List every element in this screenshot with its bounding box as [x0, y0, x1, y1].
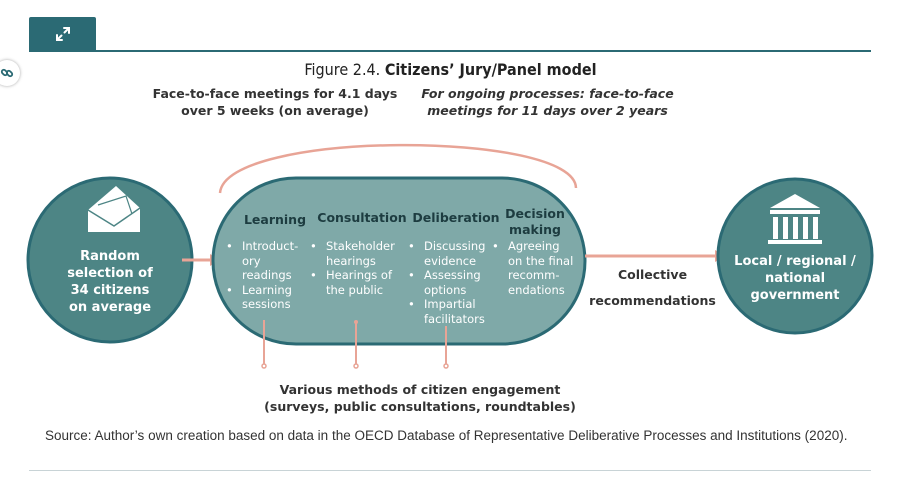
link-icon: [0, 68, 14, 78]
government-line: Local / regional /: [734, 254, 856, 269]
duration-note-left-line1: Face-to-face meetings for 4.1 days: [152, 86, 398, 101]
consultation-item: Hearings of the public: [310, 268, 406, 297]
expand-icon: [55, 26, 70, 41]
random-selection-line: Random: [80, 249, 140, 264]
random-selection-line: selection of: [67, 266, 153, 281]
learning-item: Introduct­-ory readings: [226, 239, 306, 283]
learning-item: Learning sessions: [226, 283, 306, 312]
consultation-item: Stakeholder hearings: [310, 239, 406, 268]
link-button[interactable]: [0, 60, 20, 86]
government-building-icon: [768, 194, 822, 244]
duration-note-right-line1: For ongoing processes: face-to-face: [421, 86, 674, 101]
heading-consultation: Consultation: [317, 210, 407, 225]
figure-label: Figure 2.4.: [304, 60, 381, 79]
engagement-note-line2: (surveys, public consultations, roundtab…: [264, 399, 576, 414]
deliberation-item: Impartial facilitators: [408, 297, 492, 326]
duration-note-left-line2: over 5 weeks (on average): [181, 103, 369, 118]
recommendations-label-line2: recommendations: [589, 293, 716, 308]
consultation-list: Stakeholder hearings Hearings of the pub…: [310, 239, 406, 297]
decision-item: Agreeing on the final recomm-endations: [492, 239, 574, 297]
engagement-note: Various methods of citizen engagement (s…: [230, 381, 610, 415]
timeframe-arc: [218, 143, 578, 194]
duration-note-right: For ongoing processes: face-to-face meet…: [410, 85, 685, 119]
recommendations-label: Collective recommendations: [585, 262, 720, 314]
government-line: national: [764, 271, 826, 286]
recommendations-label-line1: Collective: [617, 267, 688, 282]
duration-note-left: Face-to-face meetings for 4.1 days over …: [140, 85, 410, 119]
heading-learning: Learning: [243, 212, 307, 227]
heading-decision-line1: Decision: [505, 206, 565, 221]
heading-decision-line2: making: [509, 222, 561, 237]
learning-list: Introduct­-ory readings Learning session…: [226, 239, 306, 312]
random-selection-line: on average: [68, 300, 152, 315]
deliberation-list: Discussing evidence Assessing options Im…: [408, 239, 492, 326]
figure-title: Figure 2.4. Citizens’ Jury/Panel model: [0, 60, 901, 79]
bottom-divider: [29, 470, 871, 471]
decision-list: Agreeing on the final recomm-endations: [492, 239, 574, 297]
heading-deliberation: Deliberation: [412, 210, 500, 225]
top-divider: [29, 50, 871, 52]
random-selection-text: Random selection of 34 citizens on avera…: [45, 248, 175, 316]
random-selection-line: 34 citizens: [70, 283, 150, 298]
government-text: Local / regional / national government: [725, 253, 865, 304]
deliberation-item: Discussing evidence: [408, 239, 492, 268]
figure-title-text: Citizens’ Jury/Panel model: [384, 60, 597, 79]
government-line: government: [750, 288, 840, 303]
deliberation-item: Assessing options: [408, 268, 492, 297]
engagement-note-line1: Various methods of citizen engagement: [279, 382, 561, 397]
source-note: Source: Author’s own creation based on d…: [45, 428, 848, 443]
heading-decision-making: Decision making: [502, 206, 568, 238]
expand-button[interactable]: [29, 17, 96, 50]
envelope-icon: [87, 186, 141, 232]
duration-note-right-line2: meetings for 11 days over 2 years: [427, 103, 668, 118]
government-circle: [716, 177, 874, 335]
